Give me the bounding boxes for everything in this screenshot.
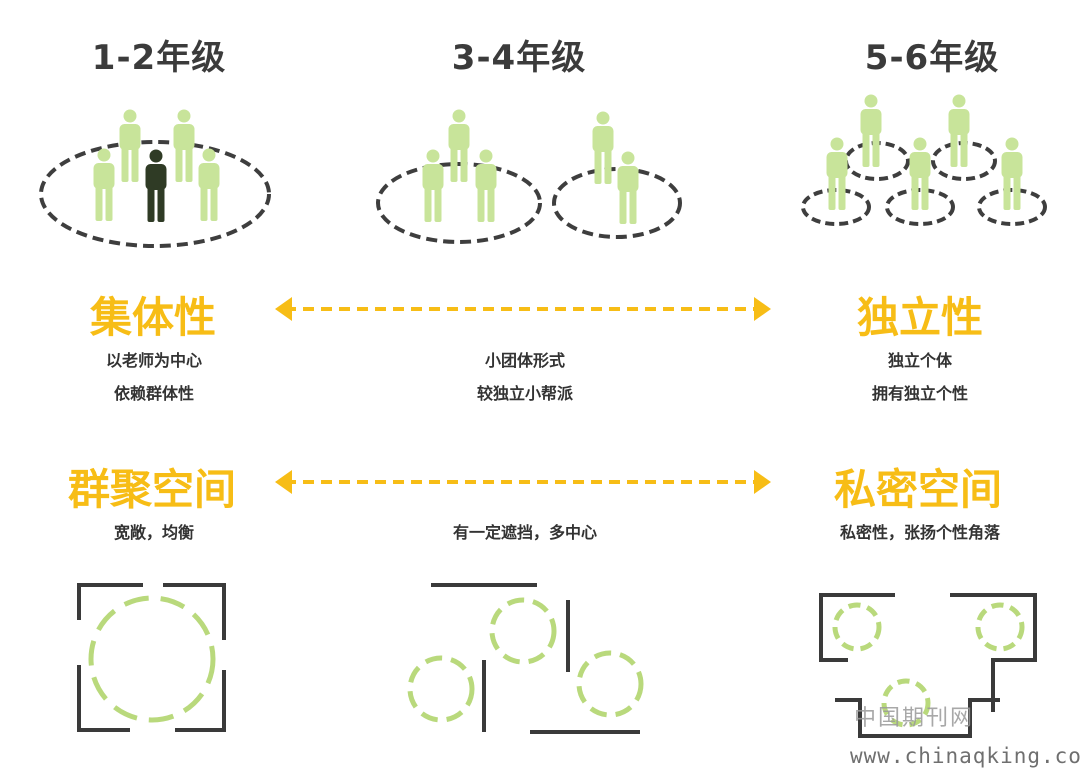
space-desc-right: 私密性，张扬个性角落 [839,523,1000,542]
person-icon [475,149,497,222]
watermark-url: www.chinaqking.com [850,744,1080,768]
space-desc-middle: 有一定遮挡，多中心 [452,523,597,542]
group-large-circle [39,109,271,248]
grade-heading-3-4: 3-4年级 [451,38,587,78]
person-icon [909,137,931,210]
floorplan-open-space [77,583,226,732]
watermark-cn: 中国期刊网 [854,706,975,731]
trait-desc-line: 依赖群体性 [113,384,194,403]
person-icon [173,109,195,182]
space-title-private: 私密空间 [833,465,1002,514]
trait-title-independent: 独立性 [856,293,983,342]
person-icon [617,151,639,224]
person-icon [93,148,115,221]
trait-desc-line: 拥有独立个性 [871,384,968,403]
group-small-circles [801,94,1047,226]
trait-desc-line: 以老师为中心 [105,351,202,370]
double-arrow-icon [275,470,771,494]
floorplan-private-corners [819,593,1037,738]
person-icon [198,148,220,221]
trait-title-collective: 集体性 [89,293,216,342]
trait-desc-line: 独立个体 [887,351,952,370]
person-icon [948,94,970,167]
grade-heading-1-2: 1-2年级 [91,38,227,78]
person-icon [119,109,141,182]
person-icon [592,111,614,184]
teacher-person-icon [145,149,167,222]
trait-desc-right: 独立个体 拥有独立个性 [770,344,1070,410]
group-medium-circles [376,109,682,244]
person-icon [1001,137,1023,210]
grade-heading-5-6: 5-6年级 [864,38,1000,78]
person-icon [826,137,848,210]
trait-desc-left: 以老师为中心 依赖群体性 [4,344,304,410]
person-icon [448,109,470,182]
trait-desc-line: 较独立小帮派 [476,384,573,403]
person-icon [422,149,444,222]
floorplan-multi-center [407,583,644,734]
double-arrow-icon [275,297,771,321]
space-desc-left: 宽敞，均衡 [113,523,194,542]
trait-desc-middle: 小团体形式 较独立小帮派 [375,344,675,410]
space-title-gathering: 群聚空间 [67,465,236,514]
person-icon [860,94,882,167]
trait-desc-line: 小团体形式 [484,351,565,370]
